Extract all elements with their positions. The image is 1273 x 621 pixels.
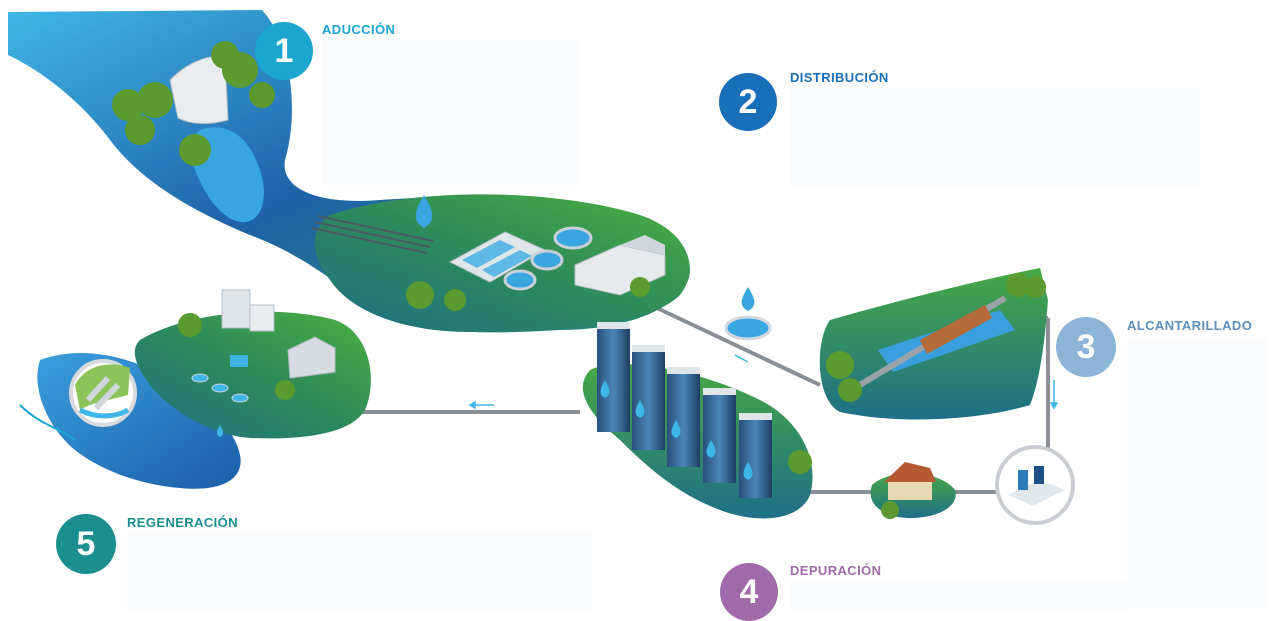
tree-icon	[788, 450, 812, 474]
wastewater-station-icon	[995, 445, 1075, 525]
step-5-text-panel	[127, 530, 592, 610]
step-1-title: ADUCCIÓN	[322, 22, 396, 37]
step-4-text-panel	[790, 580, 1130, 610]
house-icon	[884, 462, 936, 500]
step-4-title: DEPURACIÓN	[790, 563, 882, 578]
office-towers-icon	[597, 322, 772, 498]
step-2-badge: 2	[719, 73, 777, 131]
tree-icon	[881, 501, 899, 519]
step-5-title: REGENERACIÓN	[127, 515, 238, 530]
step-3-text-panel	[1127, 338, 1267, 608]
clarifier-tanks-icon	[503, 226, 593, 291]
tree-icon	[178, 313, 295, 400]
distribution-tank-icon	[724, 287, 772, 341]
step-5-badge: 5	[56, 514, 116, 574]
regeneration-plant-icon	[191, 289, 336, 403]
step-4-badge: 4	[720, 563, 778, 621]
water-drop-icon	[217, 425, 223, 437]
water-drop-icon	[415, 195, 433, 228]
step-1-text-panel	[322, 40, 580, 185]
step-2-text-panel	[790, 88, 1200, 186]
dam-icon	[169, 56, 229, 124]
step-3-badge: 3	[1056, 317, 1116, 377]
bridge-icon	[841, 295, 1007, 398]
tree-icon	[406, 277, 650, 311]
flow-arrows	[468, 354, 1059, 410]
step-2-title: DISTRIBUCIÓN	[790, 70, 889, 85]
tree-icon	[826, 273, 1046, 402]
step-3-title: ALCANTARILLADO	[1127, 318, 1253, 333]
tree-cluster-icon	[112, 41, 275, 166]
outfall-pipes-icon	[69, 359, 137, 427]
outflow-arrow	[19, 404, 76, 441]
step-1-badge: 1	[255, 22, 313, 80]
conduit-lines	[311, 215, 434, 254]
